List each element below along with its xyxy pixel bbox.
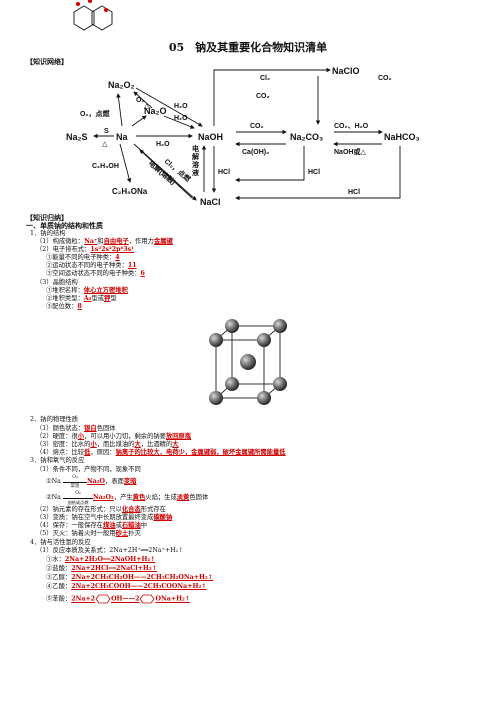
line-4a3: ③乙醇：2Na+2CH₃CH₂OH——2CH₃CH₂ONa+H₂↑ [46,574,213,581]
label-h2o-b: H₂O [174,115,188,122]
line-2c: （3）密度：比水的小，而比煤油的大，比酒精的大 [36,441,179,448]
line-2b: （2）硬度：很小，可以用小刀切，剩余的钠要放回原瓶 [36,433,192,440]
line-3: 3．钠和氧气的反应 [30,457,85,464]
line-1b1: ①能量不同的电子种类：4 [46,254,120,261]
line-4: 4．钠与活性氢的反应 [30,539,91,546]
line-1a: （1）构成微粒：Na⁺和自由电子，作用力金属键 [36,238,173,245]
line-1c2: ②堆积类型：A₂型或钾型 [46,295,117,302]
benzene-ring-icon-2 [139,594,155,604]
line-3a: （1）条件不同，产物不同，现象不同 [36,466,141,473]
label-co2-b: CO₂ [378,75,392,82]
node-naclo: NaClO [332,66,360,76]
label-o2-ignite: O₂，点燃 [80,109,111,118]
line-1: 1．钠的结构 [30,230,66,237]
reaction-network-diagram: Na₂O₂ Na₂S Na Na₂O NaOH Na₂CO₃ NaHCO₃ Na… [66,66,420,207]
node-c2h5ona: C₂H₅ONa [112,187,148,196]
node-na: Na [116,132,128,142]
label-o2: O₂ [136,97,145,104]
benzene-ring-icon [95,594,111,604]
label-delta: △ [144,103,150,110]
node-c2h5oh: C₂H₅OH [92,163,119,170]
line-1c: （3）晶胞结构 [36,279,78,286]
label-co2-c: CO₂ [250,123,264,130]
node-nahco3: NaHCO₃ [384,132,420,142]
line-4a2: ②盐酸：2Na+2HCl══2NaCl+H₂↑ [46,565,157,572]
naphthalene-structure-icon [73,0,113,31]
line-4a: （1）反应本质及关系式：2Na+2H⁺══2Na⁺+H₂↑ [36,547,184,554]
line-1c3: ③配位数：8 [46,303,82,310]
line-3c: （3）变质：钠在空气中长期放置最终变成碳酸钠 [36,514,173,521]
label-electrolysis-sol: 电解溶液 [192,146,199,177]
label-caoh2: Ca(OH)₂ [242,149,269,156]
label-naoh-or: NaOH或△ [334,147,366,156]
label-h2o-a: H₂O [174,103,188,110]
line-4a1: ①水：2Na+2H₂O══2NaOH+H₂↑ [46,556,156,563]
label-hcl-a: HCl [218,169,230,176]
page-title: 05 钠及其重要化合物知识清单 [168,41,328,54]
line-3e: （5）灭火：钠着火时一般用砂土扑灭 [36,530,141,537]
line-2d: （4）熔点：比较低，原因：钠离子的比较大，电荷少，金属键弱，破坏金属键所需能量低 [36,449,286,456]
line-3a1: ①Na O₂ 常温 Na₂O，表面变暗 [46,474,137,489]
line-1b: （2）电子排布式：1s²2s²2p⁶3s¹ [36,246,134,253]
label-s: S [104,128,109,135]
line-1b2: ②运动状态不同的电子种类：11 [46,262,137,269]
node-naoh: NaOH [198,132,223,142]
node-na2o: Na₂O [144,106,167,116]
label-delta-2: △ [102,141,108,148]
label-co2-h2o: CO₂、H₂O [334,123,369,130]
line-3a2: ②Na O₂ 加热或点燃 Na₂O₂，产生黄色火焰；生成淡黄色固体 [46,490,209,505]
line-1c1: ①堆积名称：体心立方密堆积 [46,287,128,294]
summary-label: 【知识归纳】 [26,213,68,222]
line-2a: （1）颜色状态：银白色固体 [36,425,116,432]
bcc-crystal-cell-icon [209,319,287,405]
network-label: 【知识网络】 [26,57,68,66]
node-na2o2: Na₂O₂ [108,80,135,90]
label-hcl-b: HCl [308,169,320,176]
line-4a4: ④乙酸：2Na+2CH₃COOH——2CH₃COONa+H₂↑ [46,583,207,590]
line-1b3: ③空间运动状态不同的电子种类：6 [46,270,145,277]
section-heading-1: 一、单质钠的结构和性质 [26,221,103,230]
label-co2-a: CO₂ [256,93,270,100]
node-nacl: NaCl [200,197,221,207]
line-3b: （2）钠元素的存在形式：只以化合态形式存在 [36,506,166,513]
line-3d: （4）保存：一般保存在煤油或石蜡油中 [36,522,148,529]
node-na2s: Na₂S [66,132,88,142]
label-cl2: Cl₂ [260,75,270,82]
label-hcl-c: HCl [348,189,360,196]
node-na2co3: Na₂CO₃ [290,132,323,142]
line-2: 2．钠的物理性质 [30,416,79,423]
label-h2o-c: H₂O [156,141,170,148]
